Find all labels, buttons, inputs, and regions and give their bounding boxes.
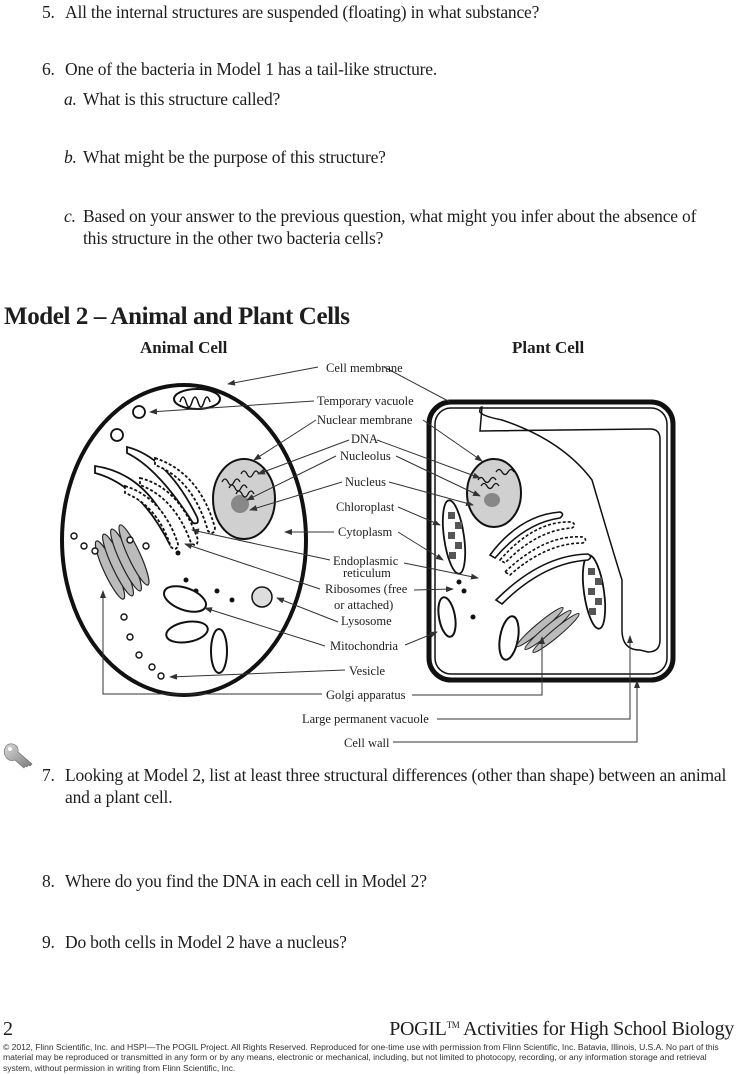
question-text: All the internal structures are suspende…	[65, 2, 540, 22]
plant-mitochondria	[437, 596, 520, 661]
key-icon	[3, 743, 33, 769]
label-chloroplast: Chloroplast	[336, 500, 395, 514]
question-text-line2: and a plant cell.	[65, 787, 173, 807]
plant-er	[488, 511, 592, 606]
label-ribosomes-1: Ribosomes (free	[325, 582, 408, 596]
question-number: 7.	[42, 765, 55, 785]
question-text: What might be the purpose of this struct…	[83, 147, 386, 167]
cell-diagram: Cell membrane Temporary vacuole Nuclear …	[60, 361, 676, 750]
question-6b: b. What might be the purpose of this stru…	[64, 146, 386, 168]
leader-lines	[100, 366, 640, 743]
model-title: Model 2 – Animal and Plant Cells	[4, 303, 350, 330]
question-6: 6. One of the bacteria in Model 1 has a t…	[42, 58, 437, 80]
question-text: What is this structure called?	[83, 89, 281, 109]
label-cytoplasm: Cytoplasm	[338, 525, 392, 539]
vesicles	[70, 532, 165, 680]
question-7-continued: and a plant cell.	[65, 786, 173, 808]
question-number: 6.	[42, 59, 55, 79]
label-golgi-apparatus: Golgi apparatus	[326, 688, 406, 702]
page-number: 2	[3, 1018, 13, 1040]
footer-brand: POGIL	[389, 1018, 447, 1040]
question-5: 5. All the internal structures are suspen…	[42, 1, 539, 23]
question-6c: c. Based on your answer to the previous q…	[64, 205, 696, 227]
question-7: 7. Looking at Model 2, list at least thre…	[42, 764, 726, 786]
plant-nucleus	[466, 458, 522, 528]
label-endoplasmic-reticulum-1: Endoplasmic	[333, 554, 399, 568]
question-8: 8. Where do you find the DNA in each cell…	[42, 870, 427, 892]
label-dna: DNA	[351, 432, 378, 446]
diagram-labels: Cell membrane Temporary vacuole Nuclear …	[302, 361, 429, 750]
question-text: One of the bacteria in Model 1 has a tai…	[65, 59, 438, 79]
question-text-line1: Looking at Model 2, list at least three …	[65, 765, 727, 785]
label-nucleolus: Nucleolus	[340, 449, 391, 463]
animal-nucleus	[212, 458, 276, 540]
label-nuclear-membrane: Nuclear membrane	[317, 413, 413, 427]
label-nucleus: Nucleus	[345, 475, 386, 489]
sub-letter: c.	[64, 206, 76, 226]
question-9: 9. Do both cells in Model 2 have a nucleu…	[42, 931, 347, 953]
label-cell-membrane: Cell membrane	[326, 361, 403, 375]
footer-title: POGILTM Activities for High School Biolo…	[389, 1018, 734, 1041]
plant-cell	[426, 399, 676, 683]
endoplasmic-reticulum	[94, 445, 216, 550]
trademark: TM	[446, 1020, 460, 1030]
animal-cell	[60, 383, 308, 697]
question-text-line1: Based on your answer to the previous que…	[83, 206, 697, 226]
question-number: 8.	[42, 871, 55, 891]
plant-ribosomes	[456, 579, 476, 620]
label-endoplasmic-reticulum-2: reticulum	[343, 566, 391, 580]
sub-letter: a.	[64, 89, 77, 109]
animal-cell-membrane	[60, 383, 308, 697]
question-text: Do both cells in Model 2 have a nucleus?	[65, 932, 347, 952]
mitochondrion	[173, 388, 221, 410]
question-6c-continued: this structure in the other two bacteria…	[83, 227, 383, 249]
question-6a: a. What is this structure called?	[64, 88, 280, 110]
question-number: 9.	[42, 932, 55, 952]
label-large-permanent-vacuole: Large permanent vacuole	[302, 712, 429, 726]
question-text-line2: this structure in the other two bacteria…	[83, 228, 384, 248]
question-number: 5.	[42, 2, 55, 22]
label-mitochondria: Mitochondria	[330, 639, 398, 653]
plant-cell-title: Plant Cell	[512, 338, 585, 357]
label-vesicle: Vesicle	[349, 664, 386, 678]
label-temporary-vacuole: Temporary vacuole	[317, 394, 414, 408]
sub-letter: b.	[64, 147, 77, 167]
label-lysosome: Lysosome	[341, 614, 392, 628]
mitochondria	[162, 585, 228, 674]
plant-cell-membrane	[434, 407, 668, 675]
copyright-notice: © 2012, Flinn Scientific, Inc. and HSPI—…	[3, 1042, 719, 1073]
label-cell-wall: Cell wall	[344, 736, 390, 750]
question-text: Where do you find the DNA in each cell i…	[65, 871, 427, 891]
large-vacuole	[478, 406, 661, 653]
lysosome	[251, 586, 273, 608]
animal-cell-title: Animal Cell	[140, 338, 228, 357]
label-ribosomes-2: or attached)	[334, 598, 393, 612]
footer-subtitle: Activities for High School Biology	[459, 1018, 734, 1040]
chloroplast-grana	[448, 512, 602, 615]
